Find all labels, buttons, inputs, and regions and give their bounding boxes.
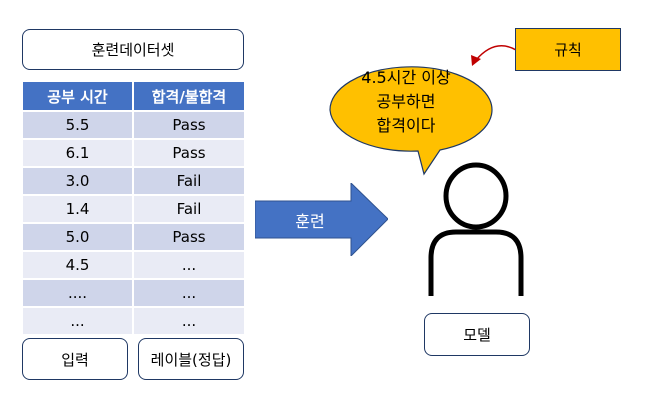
table-cell: 4.5 (21, 250, 134, 280)
input-label: 입력 (61, 350, 89, 369)
rule-box: 규칙 (515, 28, 621, 71)
table-row: ... ... (21, 306, 246, 336)
label-label: 레이블(정답) (150, 350, 232, 369)
table-cell: Fail (132, 194, 246, 224)
table-cell: 6.1 (21, 138, 134, 168)
table-cell: ... (132, 306, 246, 336)
column-header-study-time: 공부 시간 (21, 80, 134, 112)
training-data-table: 공부 시간 합격/불합격 5.5 Pass 6.1 Pass 3.0 Fail … (21, 80, 246, 336)
table-row: 1.4 Fail (21, 194, 246, 224)
input-box: 입력 (22, 338, 128, 380)
table-cell: .... (21, 278, 134, 308)
table-cell: 3.0 (21, 166, 134, 196)
table-row: 5.5 Pass (21, 110, 246, 140)
table-row: 6.1 Pass (21, 138, 246, 168)
rule-text-line: 4.5시간 이상 (361, 68, 451, 87)
table-cell: 1.4 (21, 194, 134, 224)
table-row: .... ... (21, 278, 246, 308)
dataset-title: 훈련데이터셋 (91, 41, 175, 59)
model-label: 모델 (463, 326, 491, 344)
table-cell: ... (132, 250, 246, 280)
pointer-arrow-line (475, 45, 517, 61)
dataset-title-box: 훈련데이터셋 (22, 29, 244, 70)
rule-text-line: 공부하면 (376, 92, 436, 111)
table-cell: ... (132, 278, 246, 308)
table-row: 5.0 Pass (21, 222, 246, 252)
right-arrow-icon (255, 183, 388, 256)
rule-label: 규칙 (554, 41, 582, 59)
table-cell: Fail (132, 166, 246, 196)
table-cell: Pass (132, 138, 246, 168)
column-header-pass-fail: 합격/불합격 (132, 80, 246, 112)
table-cell: ... (21, 306, 134, 336)
person-icon (428, 162, 524, 296)
pointer-arrow-head-icon (471, 55, 481, 66)
rule-text-line: 합격이다 (376, 116, 436, 135)
label-box: 레이블(정답) (138, 338, 244, 380)
training-arrow: 훈련 (255, 183, 388, 256)
table-row: 4.5 ... (21, 250, 246, 280)
table-cell: Pass (132, 222, 246, 252)
training-label: 훈련 (295, 211, 325, 231)
table-header-row: 공부 시간 합격/불합격 (21, 80, 246, 112)
model-box: 모델 (424, 313, 530, 356)
table-cell: 5.5 (21, 110, 134, 140)
rule-text: 4.5시간 이상 공부하면 합격이다 (338, 66, 474, 138)
table-cell: 5.0 (21, 222, 134, 252)
table-cell: Pass (132, 110, 246, 140)
table-row: 3.0 Fail (21, 166, 246, 196)
